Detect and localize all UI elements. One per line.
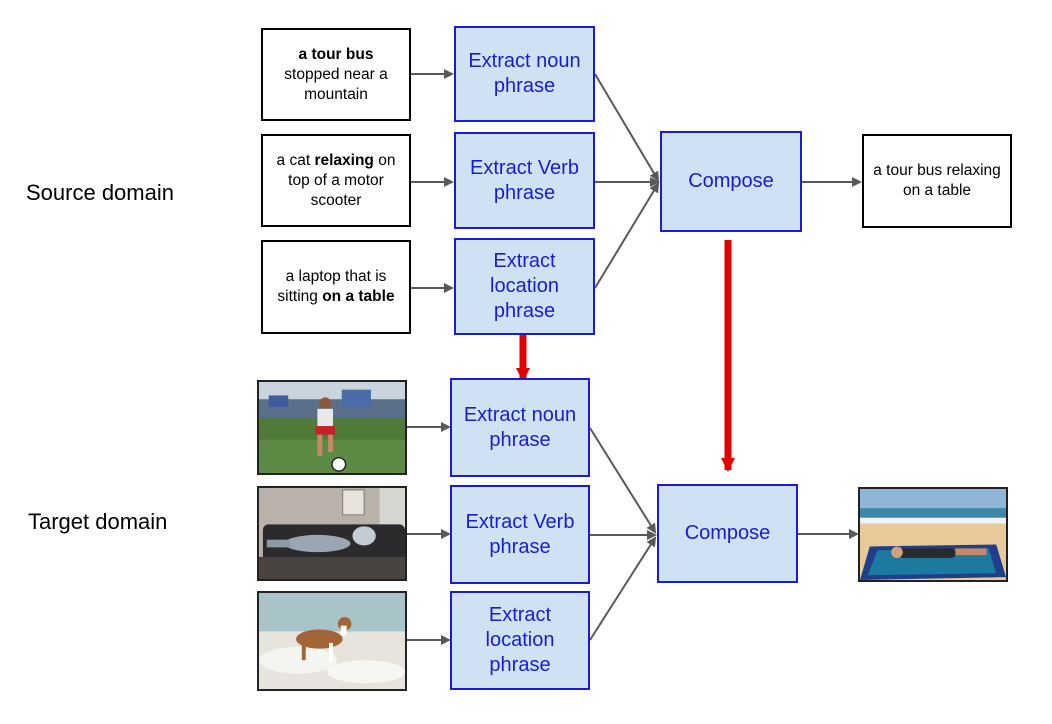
couch-picture bbox=[259, 488, 405, 579]
target-image-couch bbox=[257, 486, 407, 581]
target-image-dog-beach bbox=[257, 591, 407, 691]
source-extract-verb-box: Extract Verb phrase bbox=[454, 132, 595, 229]
source-caption-1: a tour bus stopped near a mountain bbox=[261, 28, 411, 121]
source-caption-2: a cat relaxing on top of a motor scooter bbox=[261, 134, 411, 227]
caption-text: a laptop that is sitting on a table bbox=[277, 268, 395, 305]
caption-text: a tour bus stopped near a mountain bbox=[284, 45, 388, 103]
target-extract-location-box: Extract location phrase bbox=[450, 591, 590, 690]
arrow-src-location-to-compose bbox=[594, 182, 660, 289]
dog-beach-picture bbox=[259, 593, 405, 689]
target-output-image-beach bbox=[858, 487, 1008, 582]
target-image-boy-soccer bbox=[257, 380, 407, 475]
boy-soccer-picture bbox=[259, 382, 405, 473]
arrow-src-noun-to-compose bbox=[594, 73, 660, 182]
target-extract-noun-box: Extract noun phrase bbox=[450, 378, 590, 477]
source-extract-location-box: Extract location phrase bbox=[454, 238, 595, 335]
source-extract-noun-box: Extract noun phrase bbox=[454, 26, 595, 122]
caption-text: a cat relaxing on top of a motor scooter bbox=[276, 151, 396, 209]
target-extract-verb-box: Extract Verb phrase bbox=[450, 485, 590, 584]
source-compose-box: Compose bbox=[660, 131, 802, 232]
source-caption-3: a laptop that is sitting on a table bbox=[261, 240, 411, 334]
arrow-tgt-noun-to-compose bbox=[589, 427, 657, 534]
beach-towel-picture bbox=[860, 489, 1006, 580]
target-compose-box: Compose bbox=[657, 484, 798, 583]
arrow-tgt-location-to-compose bbox=[589, 536, 657, 641]
target-domain-label: Target domain bbox=[28, 509, 168, 534]
source-domain-label: Source domain bbox=[26, 180, 174, 205]
source-output-caption: a tour bus relaxing on a table bbox=[862, 134, 1012, 228]
